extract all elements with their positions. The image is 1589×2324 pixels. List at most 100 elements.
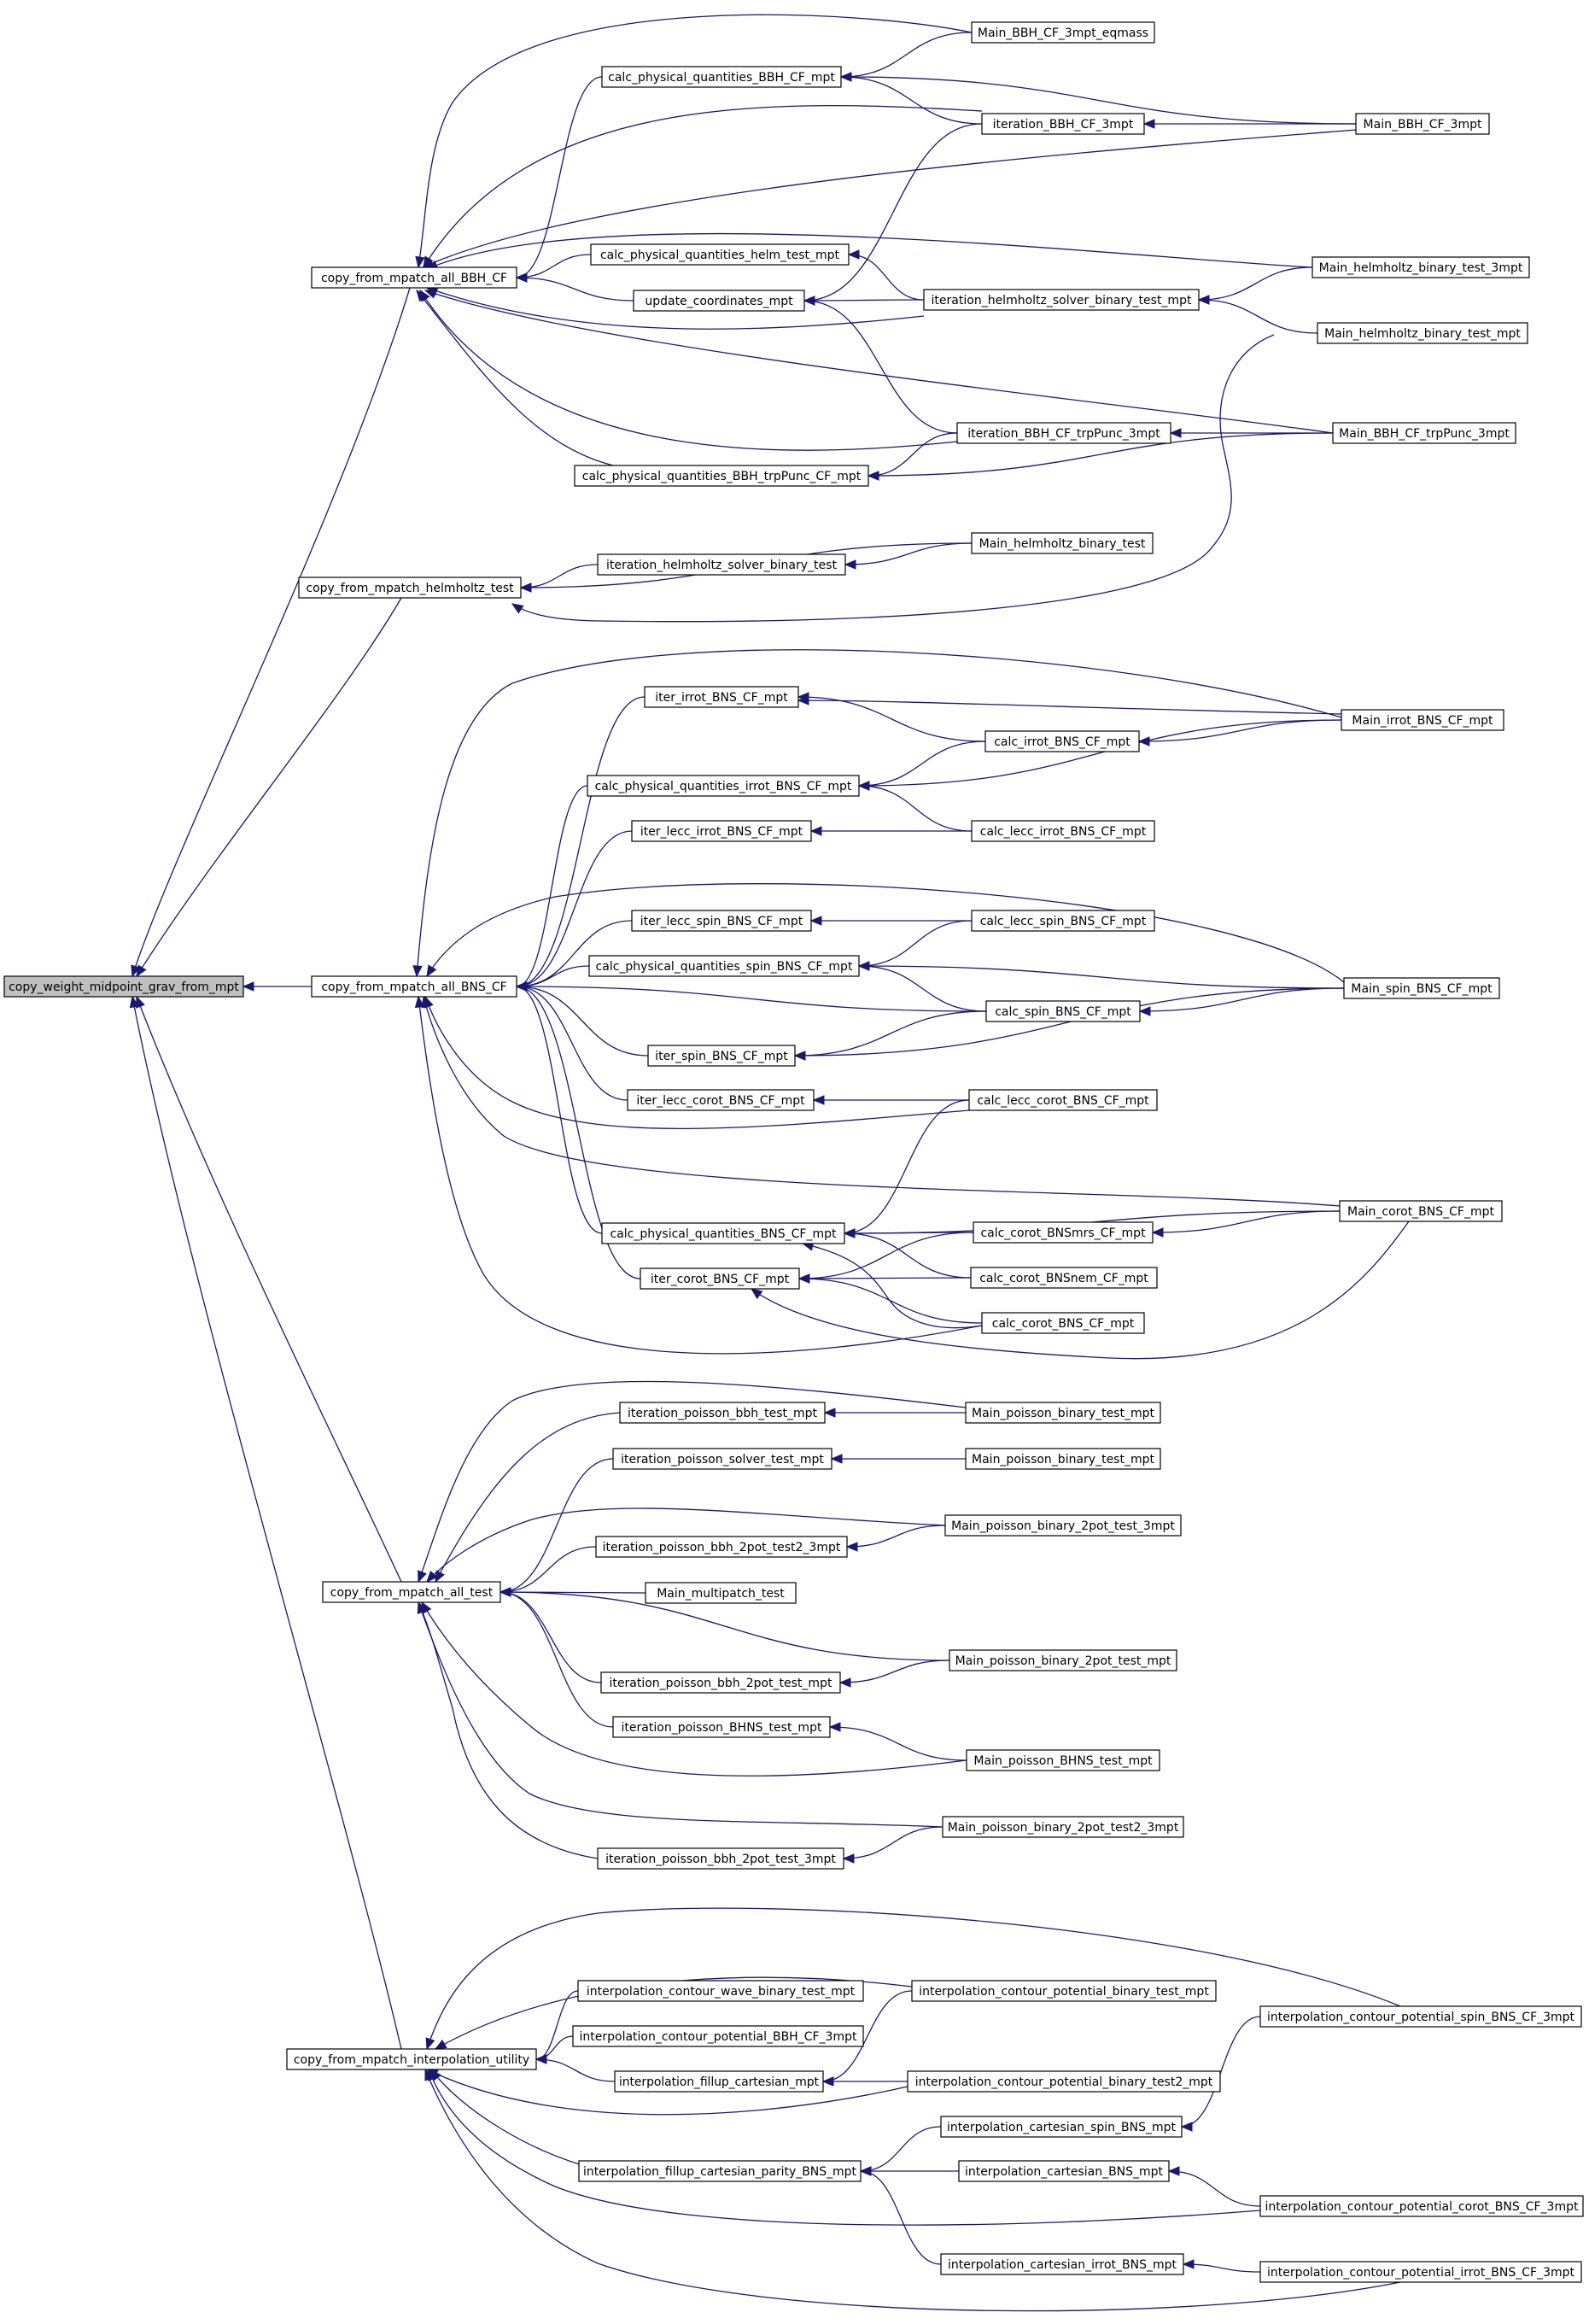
node-label: copy_from_mpatch_all_BBH_CF xyxy=(321,272,507,285)
node-calc_corot_mrs[interactable]: calc_corot_BNSmrs_CF_mpt xyxy=(973,1221,1154,1244)
node-box xyxy=(1341,709,1504,731)
node-icw[interactable]: interpolation_contour_wave_binary_test_m… xyxy=(577,1980,864,2002)
edge-it_bbh3>cpq_bbh xyxy=(840,76,983,125)
node-calc_lecc_irrot[interactable]: calc_lecc_irrot_BNS_CF_mpt xyxy=(971,820,1155,842)
node-m_helm_mpt[interactable]: Main_helmholtz_binary_test_mpt xyxy=(1317,322,1528,344)
edge-it_trp>upd xyxy=(803,300,958,434)
edge-icp_bin2>c_interp xyxy=(426,2069,908,2116)
node-calc_corot[interactable]: calc_corot_BNS_CF_mpt xyxy=(981,1312,1145,1334)
node-it_pbbh[interactable]: iteration_poisson_bbh_test_mpt xyxy=(619,1402,826,1424)
node-ifcp[interactable]: interpolation_fillup_cartesian_parity_BN… xyxy=(578,2160,862,2182)
node-label: interpolation_contour_potential_spin_BNS… xyxy=(1267,2011,1575,2024)
edge-calc_corot>c_bns xyxy=(418,996,983,1355)
node-icp_spin[interactable]: interpolation_contour_potential_spin_BNS… xyxy=(1259,2005,1582,2028)
node-iter_irrot[interactable]: iter_irrot_BNS_CF_mpt xyxy=(644,686,799,708)
edge-iter_irrot>c_bns xyxy=(516,696,646,987)
node-m_bbh3[interactable]: Main_BBH_CF_3mpt xyxy=(1355,113,1490,135)
node-upd[interactable]: update_coordinates_mpt xyxy=(633,290,805,312)
edge-arrowhead-m_trp>cpq_trp xyxy=(867,471,879,481)
node-calc_lecc_corot[interactable]: calc_lecc_corot_BNS_CF_mpt xyxy=(968,1089,1158,1111)
node-cpq_helm[interactable]: calc_physical_quantities_helm_test_mpt xyxy=(590,243,850,266)
edge-m_bbh3>c_bbh xyxy=(422,129,1357,268)
node-iter_spin[interactable]: iter_spin_BNS_CF_mpt xyxy=(647,1045,796,1067)
node-cpq_trp[interactable]: calc_physical_quantities_BBH_trpPunc_CF_… xyxy=(574,465,869,487)
edge-m_corot>iter_corot xyxy=(751,1221,1410,1360)
edge-icp_corot>c_interp xyxy=(428,2069,1261,2226)
node-icp_bbh[interactable]: interpolation_contour_potential_BBH_CF_3… xyxy=(572,2025,864,2047)
node-m_spin[interactable]: Main_spin_BNS_CF_mpt xyxy=(1343,977,1500,999)
node-c_interp[interactable]: copy_from_mpatch_interpolation_utility xyxy=(286,2048,537,2070)
node-it_psolver[interactable]: iteration_poisson_solver_test_mpt xyxy=(612,1448,832,1470)
node-calc_spin[interactable]: calc_spin_BNS_CF_mpt xyxy=(985,1000,1141,1022)
edge-arrowhead-m_p2pot_t2_3>it_p2pot3 xyxy=(842,1853,855,1864)
node-calc_irrot[interactable]: calc_irrot_BNS_CF_mpt xyxy=(984,730,1140,752)
edge-icp_corot>ic_bns xyxy=(1168,2170,1261,2207)
node-iter_corot[interactable]: iter_corot_BNS_CF_mpt xyxy=(640,1267,800,1290)
edge-m_pbin_a>c_test xyxy=(418,1380,967,1583)
node-box xyxy=(3,975,244,998)
node-iter_lecc_corot[interactable]: iter_lecc_corot_BNS_CF_mpt xyxy=(627,1089,815,1111)
node-it_p2pot3[interactable]: iteration_poisson_bbh_2pot_test_3mpt xyxy=(597,1847,844,1870)
node-box xyxy=(1332,422,1516,444)
node-icp_corot[interactable]: interpolation_contour_potential_corot_BN… xyxy=(1259,2195,1584,2217)
node-iter_lecc_irrot[interactable]: iter_lecc_irrot_BNS_CF_mpt xyxy=(631,820,812,842)
node-cpq_spin[interactable]: calc_physical_quantities_spin_BNS_CF_mpt xyxy=(588,955,860,977)
node-m_pbin_a[interactable]: Main_poisson_binary_test_mpt xyxy=(965,1402,1161,1424)
node-c_test[interactable]: copy_from_mpatch_all_test xyxy=(322,1581,501,1603)
node-label: iteration_BBH_CF_3mpt xyxy=(993,118,1134,132)
node-m_corot[interactable]: Main_corot_BNS_CF_mpt xyxy=(1339,1200,1503,1222)
node-m_p2pot[interactable]: Main_poisson_binary_2pot_test_mpt xyxy=(949,1649,1177,1671)
node-m_pbhns[interactable]: Main_poisson_BHNS_test_mpt xyxy=(966,1749,1160,1771)
node-it_trp[interactable]: iteration_BBH_CF_trpPunc_3mpt xyxy=(956,422,1171,444)
node-ic_spin[interactable]: interpolation_cartesian_spin_BNS_mpt xyxy=(940,2116,1183,2138)
node-m_helm3[interactable]: Main_helmholtz_binary_test_3mpt xyxy=(1312,256,1530,278)
node-box xyxy=(578,2160,862,2182)
node-icp_bin[interactable]: interpolation_contour_potential_binary_t… xyxy=(911,1980,1217,2002)
node-m_irrot[interactable]: Main_irrot_BNS_CF_mpt xyxy=(1341,709,1504,731)
edge-it_helm_mpt>c_bbh xyxy=(426,287,925,330)
node-it_p2pot[interactable]: iteration_poisson_bbh_2pot_test_mpt xyxy=(600,1671,841,1694)
node-m_trp[interactable]: Main_BBH_CF_trpPunc_3mpt xyxy=(1332,422,1516,444)
node-cpq_bns[interactable]: calc_physical_quantities_BNS_CF_mpt xyxy=(601,1222,845,1244)
node-calc_corot_nem[interactable]: calc_corot_BNSnem_CF_mpt xyxy=(970,1267,1158,1289)
node-label: iteration_poisson_BHNS_test_mpt xyxy=(622,1721,822,1735)
node-ic_irrot[interactable]: interpolation_cartesian_irrot_BNS_mpt xyxy=(940,2253,1184,2275)
edge-it_psolver>c_test xyxy=(499,1458,614,1593)
node-icp_bin2[interactable]: interpolation_contour_potential_binary_t… xyxy=(907,2070,1221,2093)
node-box xyxy=(645,1582,797,1604)
node-box xyxy=(1312,256,1530,278)
edge-it_helm>c_helm xyxy=(520,564,599,588)
edge-m_irrot>iter_irrot xyxy=(797,700,1342,715)
node-box xyxy=(965,1448,1161,1470)
node-cpq_bbh[interactable]: calc_physical_quantities_BBH_CF_mpt xyxy=(601,66,842,88)
edge-arrowhead-m_corot>iter_corot xyxy=(750,1288,763,1300)
node-c_bns[interactable]: copy_from_mpatch_all_BNS_CF xyxy=(311,975,517,998)
node-m_multi[interactable]: Main_multipatch_test xyxy=(645,1582,797,1604)
node-icp_irrot[interactable]: interpolation_contour_potential_irrot_BN… xyxy=(1259,2261,1582,2283)
node-m_pbin_b[interactable]: Main_poisson_binary_test_mpt xyxy=(965,1448,1161,1470)
node-label: Main_poisson_binary_test_mpt xyxy=(972,1407,1154,1420)
node-iter_lecc_spin[interactable]: iter_lecc_spin_BNS_CF_mpt xyxy=(631,910,812,932)
node-box xyxy=(971,21,1155,44)
node-it_bbh3[interactable]: iteration_BBH_CF_3mpt xyxy=(981,113,1145,135)
node-it_helm_mpt[interactable]: iteration_helmholtz_solver_binary_test_m… xyxy=(923,289,1200,311)
node-box xyxy=(644,686,799,708)
node-m_helm[interactable]: Main_helmholtz_binary_test xyxy=(971,532,1154,554)
node-it_pbhns[interactable]: iteration_poisson_BHNS_test_mpt xyxy=(612,1716,831,1738)
node-root[interactable]: copy_weight_midpoint_grav_from_mpt xyxy=(3,975,244,998)
node-calc_lecc_spin[interactable]: calc_lecc_spin_BNS_CF_mpt xyxy=(971,910,1155,932)
node-m_p2pot_t2_3[interactable]: Main_poisson_binary_2pot_test2_3mpt xyxy=(942,1816,1184,1838)
node-label: iteration_poisson_bbh_2pot_test_mpt xyxy=(610,1677,832,1690)
node-ifc[interactable]: interpolation_fillup_cartesian_mpt xyxy=(614,2070,824,2093)
node-c_helm[interactable]: copy_from_mpatch_helmholtz_test xyxy=(298,577,522,599)
node-m_p2pot3[interactable]: Main_poisson_binary_2pot_test_3mpt xyxy=(944,1514,1182,1537)
node-it_p2pot_t2_3[interactable]: iteration_poisson_bbh_2pot_test2_3mpt xyxy=(595,1536,848,1558)
node-cpq_irrot[interactable]: calc_physical_quantities_irrot_BNS_CF_mp… xyxy=(587,775,860,797)
node-it_helm[interactable]: iteration_helmholtz_solver_binary_test xyxy=(597,553,846,576)
node-label: calc_corot_BNS_CF_mpt xyxy=(992,1317,1135,1331)
node-m_eqmass[interactable]: Main_BBH_CF_3mpt_eqmass xyxy=(971,21,1155,44)
node-ic_bns[interactable]: interpolation_cartesian_BNS_mpt xyxy=(958,2160,1170,2182)
node-c_bbh[interactable]: copy_from_mpatch_all_BBH_CF xyxy=(311,266,517,289)
node-box xyxy=(577,1980,864,2002)
node-box xyxy=(322,1581,501,1603)
